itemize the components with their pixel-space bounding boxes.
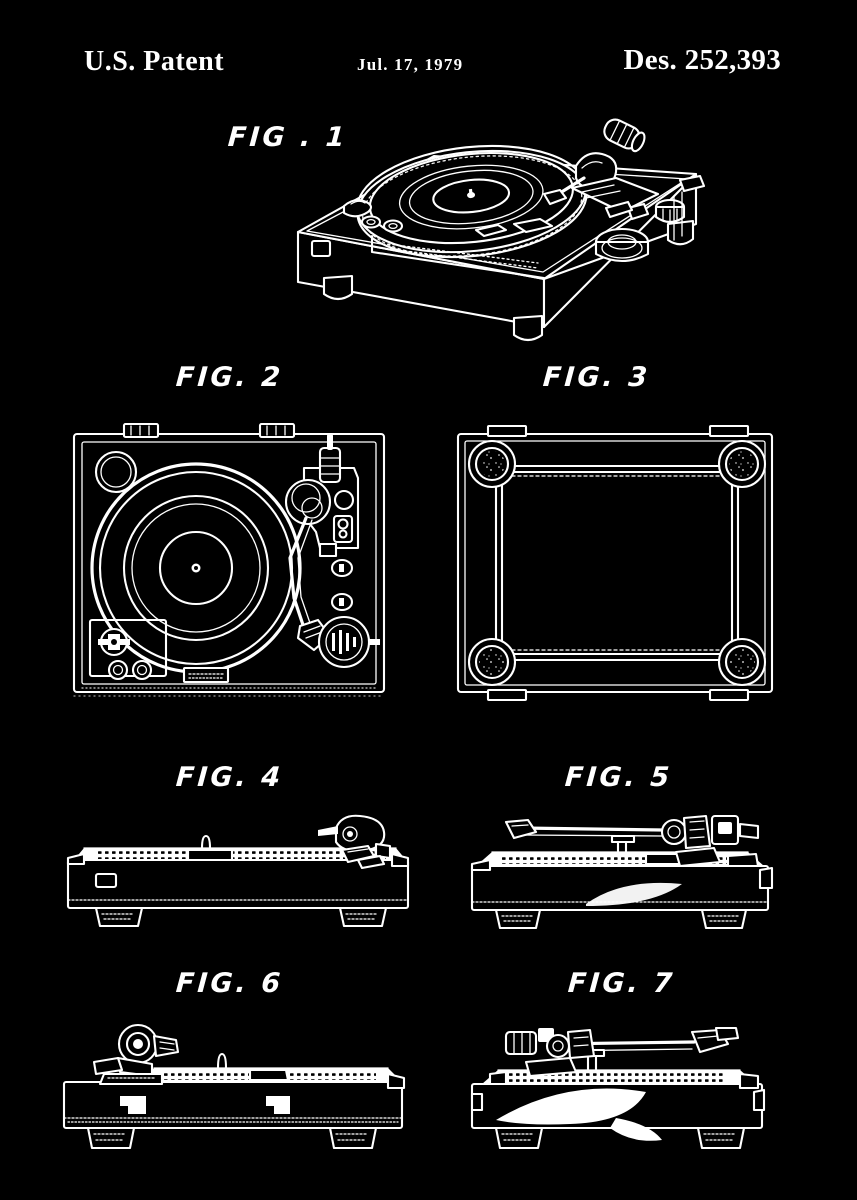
figure-4-label: FIG. 4 — [174, 762, 285, 793]
patent-date: Jul. 17, 1979 — [357, 55, 464, 74]
figure-2-label: FIG. 2 — [174, 362, 285, 393]
figure-6-drawing — [58, 1018, 428, 1152]
patent-office-label: U.S. Patent — [84, 46, 225, 77]
figure-1-drawing — [276, 112, 706, 342]
patent-header: U.S. Patent Jul. 17, 1979 Des. 252,393 — [0, 44, 857, 88]
figure-4-drawing — [62, 808, 432, 934]
figure-7-drawing — [466, 1018, 786, 1152]
figure-6-label: FIG. 6 — [174, 968, 285, 999]
figure-3-drawing — [452, 420, 782, 712]
patent-number: Des. 252,393 — [623, 44, 781, 76]
figure-2-drawing — [68, 420, 398, 712]
figure-3-label: FIG. 3 — [541, 362, 652, 393]
figure-5-label: FIG. 5 — [563, 762, 674, 793]
figure-7-label: FIG. 7 — [566, 968, 677, 999]
figure-5-drawing — [466, 808, 786, 934]
